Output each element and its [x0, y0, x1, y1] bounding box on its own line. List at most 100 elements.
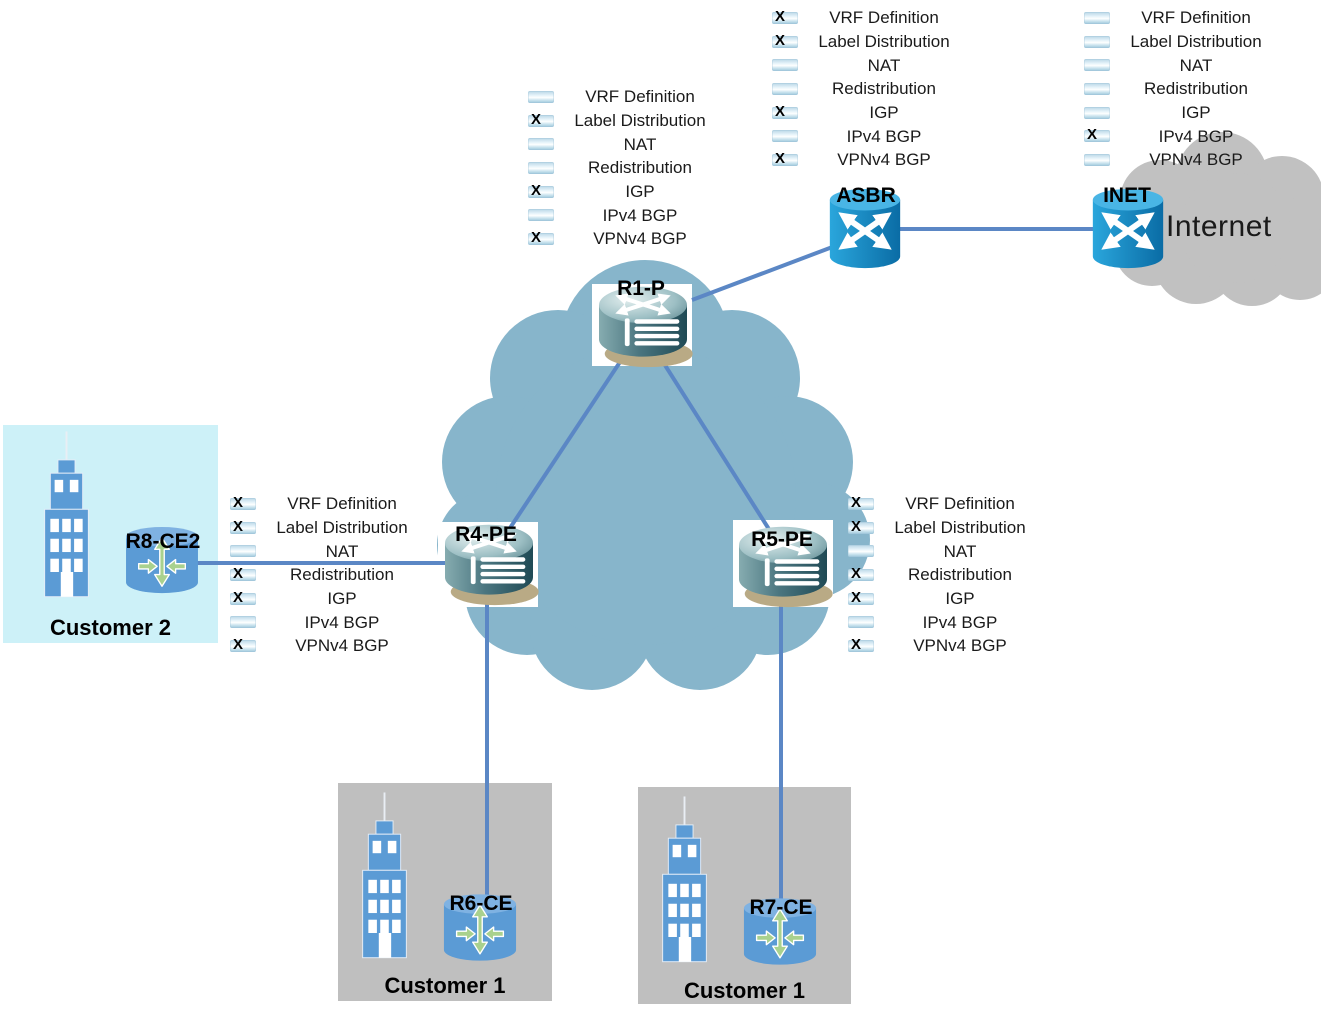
- feature-checklist-r1p: VRF Definition X Label Distribution NAT R…: [528, 85, 726, 251]
- customer2-label: Customer 2: [49, 615, 172, 640]
- checkbox-icon: [1084, 153, 1110, 166]
- checklist-item-label: Label Distribution: [818, 32, 950, 52]
- r5pe-label: R5-PE: [751, 528, 813, 551]
- inet-label: INET: [1103, 184, 1151, 207]
- checkbox-icon: X: [848, 495, 874, 510]
- r8ce2-label: R8-CE2: [125, 530, 201, 553]
- checkbox-icon: X: [1084, 126, 1110, 144]
- checklist-item-label: VRF Definition: [287, 494, 397, 514]
- checklist-row: X IPv4 BGP: [1084, 124, 1282, 148]
- checklist-row: Label Distribution: [1084, 30, 1282, 54]
- checklist-item-label: IPv4 BGP: [1158, 126, 1234, 146]
- checklist-row: X VRF Definition: [848, 492, 1046, 516]
- checkbox-icon: [1084, 106, 1110, 119]
- checklist-item-label: VRF Definition: [829, 8, 939, 28]
- checklist-row: X Label Distribution: [528, 109, 726, 133]
- checkmark: X: [531, 228, 542, 246]
- checkmark: X: [1087, 126, 1098, 144]
- r1p-label: R1-P: [617, 277, 665, 300]
- link-r1p-r4pe: [504, 360, 622, 536]
- checklist-row: IPv4 BGP: [772, 124, 970, 148]
- checklist-row: X VPNv4 BGP: [848, 634, 1046, 658]
- checkbox-icon: [528, 90, 554, 103]
- checkbox-icon: X: [230, 566, 256, 581]
- checkbox-icon: [230, 616, 256, 629]
- checklist-item-label: IGP: [327, 589, 357, 609]
- r7ce-label: R7-CE: [749, 896, 813, 919]
- checkmark: X: [851, 564, 862, 582]
- checklist-item-label: Label Distribution: [894, 518, 1026, 538]
- checkbox-icon: [848, 545, 874, 558]
- checkbox-icon: X: [230, 493, 256, 511]
- checkmark: X: [775, 31, 786, 49]
- checklist-row: VRF Definition: [1084, 6, 1282, 30]
- checklist-item-label: VRF Definition: [905, 494, 1015, 514]
- checklist-item-label: VPNv4 BGP: [837, 150, 931, 170]
- checklist-item-label: NAT: [943, 541, 977, 561]
- checklist-row: X VPNv4 BGP: [772, 148, 970, 172]
- internet-cloud-label: Internet: [1166, 210, 1272, 243]
- checkbox-icon: X: [772, 149, 798, 167]
- checklist-row: X IGP: [528, 180, 726, 204]
- checklist-item-label: IPv4 BGP: [922, 612, 998, 632]
- customer1-left-label: Customer 1: [384, 973, 506, 998]
- checkbox-icon: X: [848, 637, 874, 652]
- checklist-row: IPv4 BGP: [230, 610, 428, 634]
- checkbox-icon: [772, 82, 798, 95]
- checklist-item-label: Label Distribution: [1130, 32, 1262, 52]
- link-r1p-r5pe: [661, 360, 774, 536]
- checkmark: X: [531, 110, 542, 128]
- checklist-item-label: IGP: [1181, 103, 1211, 123]
- checklist-row: NAT: [1084, 53, 1282, 77]
- checkbox-icon: X: [528, 183, 554, 198]
- feature-checklist-inet: VRF Definition Label Distribution NAT Re…: [1084, 6, 1282, 172]
- checkbox-icon: X: [528, 228, 554, 246]
- checklist-row: IPv4 BGP: [528, 203, 726, 227]
- checklist-item-label: VRF Definition: [1141, 8, 1251, 28]
- checklist-item-label: IGP: [945, 589, 975, 609]
- checklist-item-label: IPv4 BGP: [846, 126, 922, 146]
- r4pe-label: R4-PE: [455, 523, 517, 546]
- checkbox-icon: X: [230, 519, 256, 534]
- checklist-row: IGP: [1084, 101, 1282, 125]
- checklist-item-label: NAT: [623, 134, 657, 154]
- checkmark: X: [233, 493, 244, 511]
- checklist-item-label: VRF Definition: [585, 87, 695, 107]
- checkbox-icon: [230, 545, 256, 558]
- checklist-item-label: NAT: [325, 541, 359, 561]
- customer1-left-building-icon: [356, 786, 413, 966]
- checklist-row: NAT: [230, 539, 428, 563]
- checklist-item-label: VPNv4 BGP: [1149, 150, 1243, 170]
- checkmark: X: [775, 149, 786, 167]
- checklist-item-label: Redistribution: [908, 565, 1012, 585]
- customer1-right-label: Customer 1: [683, 978, 806, 1003]
- checklist-row: NAT: [772, 53, 970, 77]
- checklist-item-label: IGP: [869, 103, 899, 123]
- checkbox-icon: [1084, 82, 1110, 95]
- checklist-item-label: IGP: [625, 182, 655, 202]
- checkbox-icon: [772, 130, 798, 143]
- customer2-building-icon: [38, 428, 95, 602]
- checklist-item-label: Redistribution: [1144, 79, 1248, 99]
- checklist-item-label: VPNv4 BGP: [913, 636, 1007, 656]
- checklist-row: X Redistribution: [848, 563, 1046, 587]
- checkbox-icon: [848, 616, 874, 629]
- checklist-item-label: Redistribution: [290, 565, 394, 585]
- checkbox-icon: X: [230, 637, 256, 652]
- checklist-item-label: Label Distribution: [574, 111, 706, 131]
- checklist-row: NAT: [848, 539, 1046, 563]
- checklist-item-label: Redistribution: [832, 79, 936, 99]
- checklist-row: X Redistribution: [230, 563, 428, 587]
- checklist-row: Redistribution: [528, 156, 726, 180]
